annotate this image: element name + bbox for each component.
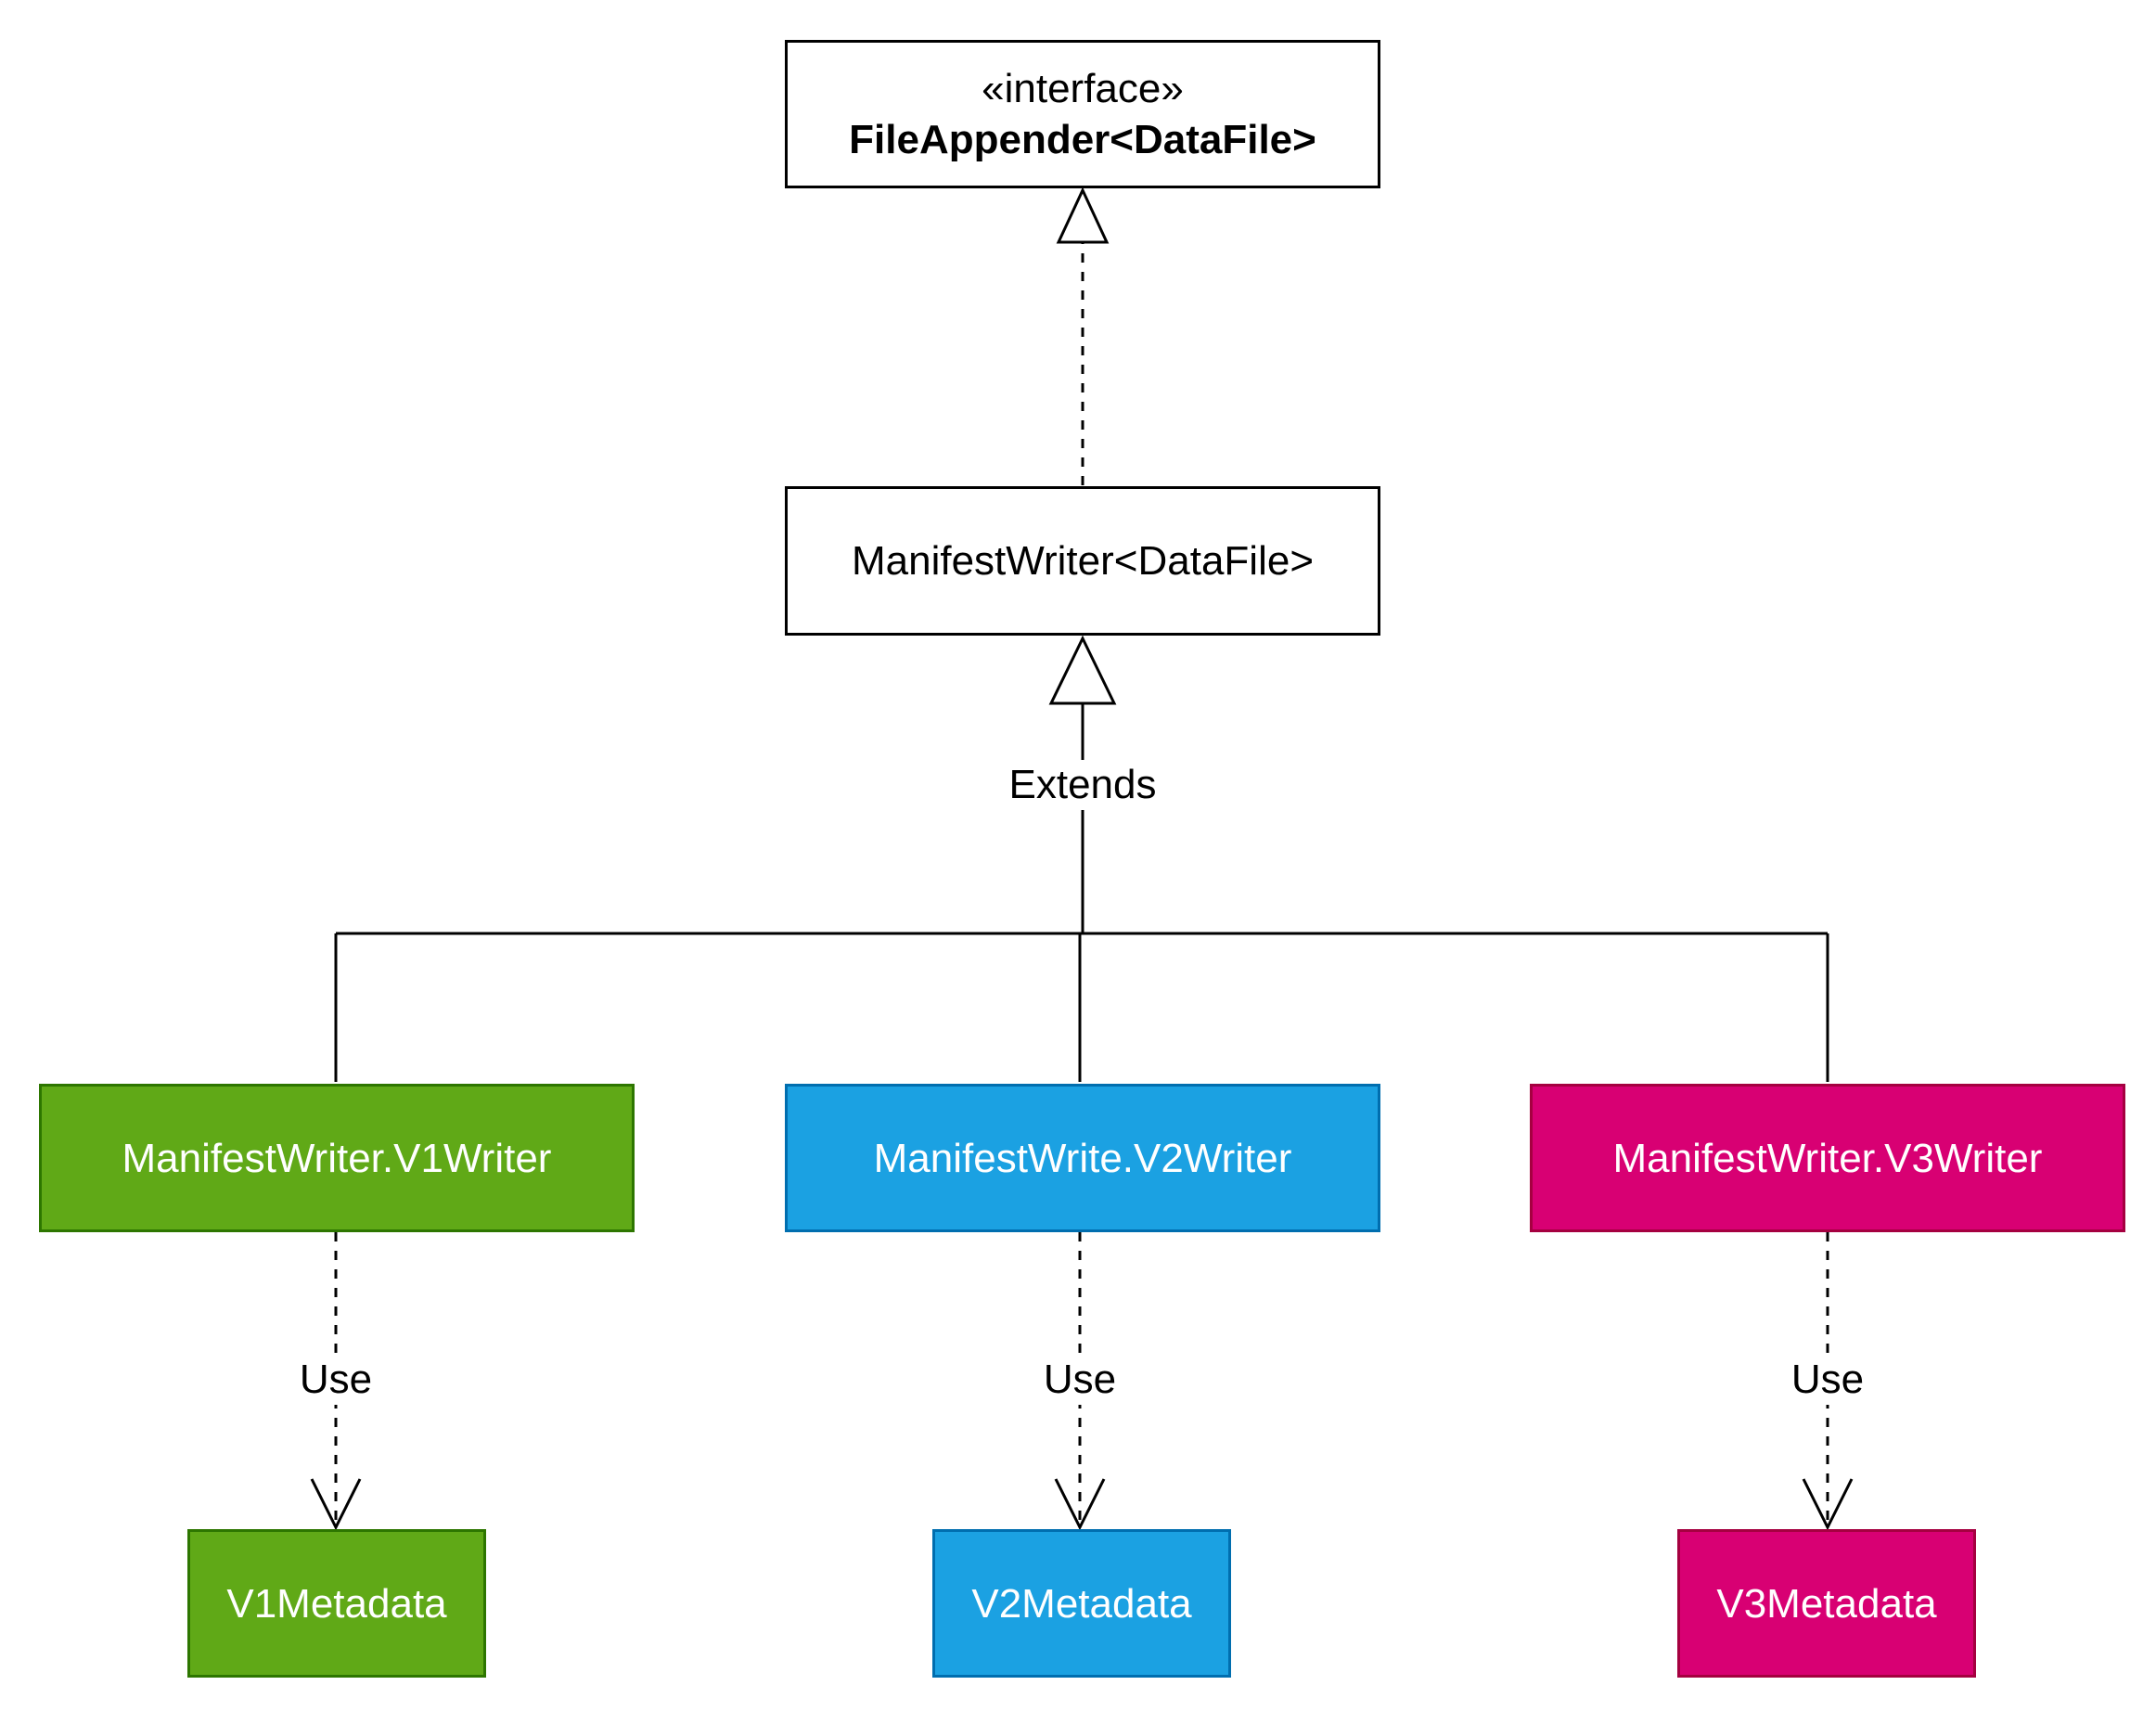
v1-writer-name: ManifestWriter.V1Writer xyxy=(122,1135,552,1181)
class-v1-writer[interactable]: ManifestWriter.V1Writer xyxy=(39,1084,635,1232)
v2-writer-name: ManifestWrite.V2Writer xyxy=(873,1135,1292,1181)
class-v3-metadata[interactable]: V3Metadata xyxy=(1677,1529,1976,1678)
use-arrowhead-v1 xyxy=(310,1478,362,1531)
v3-metadata-name: V3Metadata xyxy=(1716,1580,1937,1627)
use-label-v2: Use xyxy=(1037,1355,1123,1405)
v2-metadata-name: V2Metadata xyxy=(971,1580,1192,1627)
realization-arrowhead xyxy=(1056,187,1110,244)
class-v2-writer[interactable]: ManifestWrite.V2Writer xyxy=(785,1084,1380,1232)
class-manifest-writer[interactable]: ManifestWriter<DataFile> xyxy=(785,486,1380,636)
interface-name: FileAppender<DataFile> xyxy=(849,117,1316,162)
class-v2-metadata[interactable]: V2Metadata xyxy=(932,1529,1231,1678)
use-label-v3: Use xyxy=(1785,1355,1870,1405)
interface-file-appender[interactable]: «interface» FileAppender<DataFile> xyxy=(785,40,1380,188)
extends-arrowhead xyxy=(1048,635,1117,705)
use-arrowhead-v3 xyxy=(1802,1478,1854,1531)
v3-writer-name: ManifestWriter.V3Writer xyxy=(1612,1135,2043,1181)
class-v1-metadata[interactable]: V1Metadata xyxy=(187,1529,486,1678)
class-v3-writer[interactable]: ManifestWriter.V3Writer xyxy=(1530,1084,2125,1232)
use-arrowhead-v2 xyxy=(1054,1478,1106,1531)
extends-label: Extends xyxy=(1003,760,1162,810)
interface-stereotype: «interface» xyxy=(982,66,1184,111)
manifest-writer-name: ManifestWriter<DataFile> xyxy=(851,538,1315,584)
v1-metadata-name: V1Metadata xyxy=(226,1580,447,1627)
use-label-v1: Use xyxy=(293,1355,379,1405)
